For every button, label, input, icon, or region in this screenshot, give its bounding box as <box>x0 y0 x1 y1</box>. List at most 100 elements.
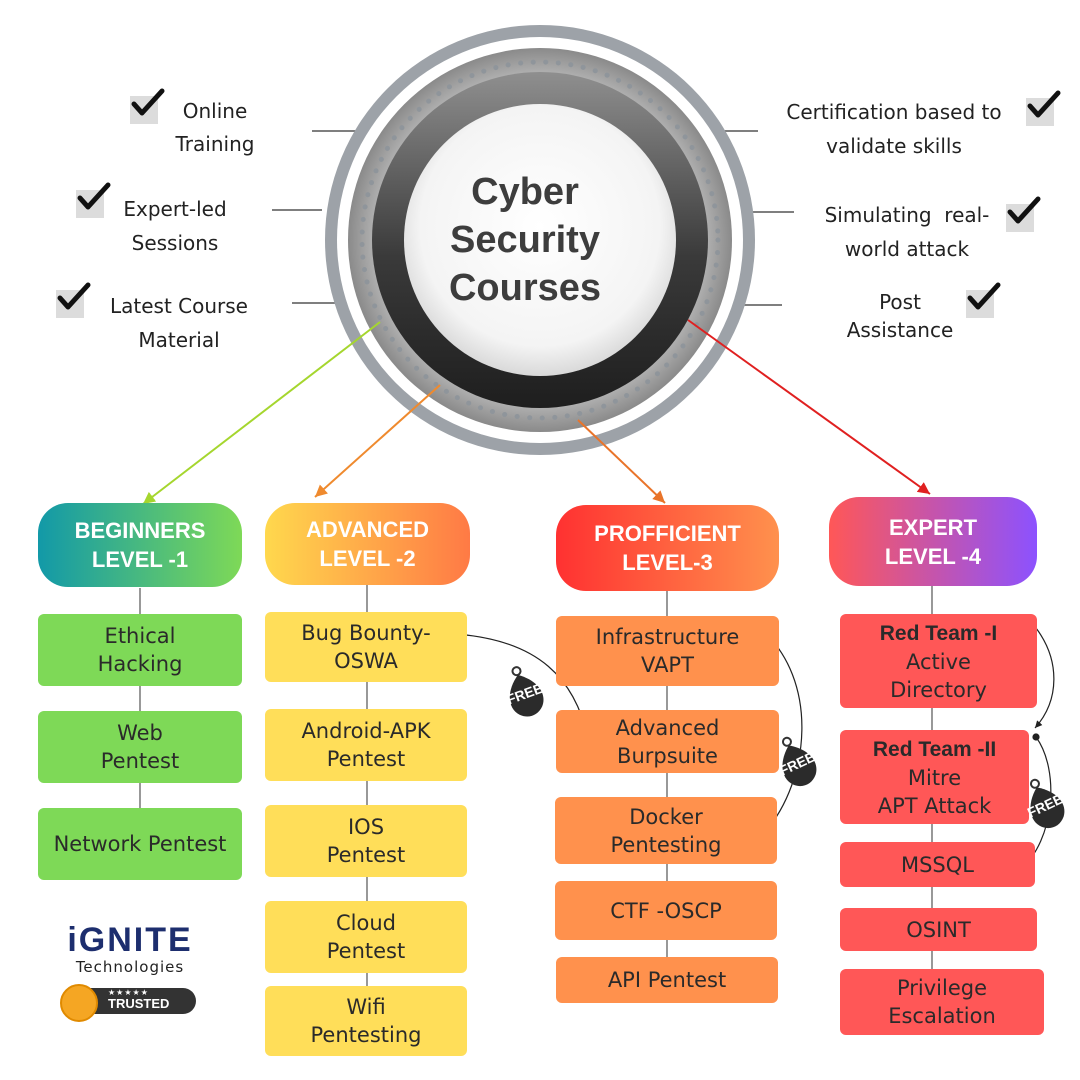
course-line: OSWA <box>334 649 398 673</box>
checkmark-icon <box>130 88 165 124</box>
header-line: EXPERT <box>888 514 978 540</box>
course-line: Bug Bounty- <box>301 621 431 645</box>
header-line: LEVEL -2 <box>319 546 416 571</box>
feature-line: world attack <box>844 237 970 261</box>
course-line: Network Pentest <box>53 832 227 856</box>
checkmark-icon <box>76 182 111 218</box>
course-ethical-hacking[interactable]: Ethical Hacking <box>38 614 242 686</box>
course-line: Ethical <box>104 624 176 648</box>
free-tag-icon: FREE <box>493 658 553 721</box>
course-line: Web <box>117 721 163 745</box>
feature-certification: Certification based to validate skills <box>768 95 1020 163</box>
course-line: Hacking <box>97 652 183 676</box>
course-cloud-pentest[interactable]: Cloud Pentest <box>265 901 467 973</box>
checkmark-icon <box>1026 90 1061 126</box>
level-4-header[interactable]: EXPERT LEVEL -4 <box>829 497 1037 586</box>
center-title-line: Security <box>450 219 600 261</box>
course-line: Advanced <box>615 715 720 740</box>
course-privilege-escalation[interactable]: Privilege Escalation <box>840 969 1044 1035</box>
course-line: Docker <box>629 804 703 829</box>
course-line: Active <box>906 649 971 674</box>
course-line: Mitre <box>907 765 962 790</box>
feature-line: Simulating real- <box>824 203 990 227</box>
checkmark-icon <box>1006 196 1041 232</box>
course-line: Directory <box>890 677 987 702</box>
course-line: Pentest <box>100 749 180 773</box>
course-web-pentest[interactable]: Web Pentest <box>38 711 242 783</box>
feature-line: Training <box>175 132 255 156</box>
header-line: PROFFICIENT <box>594 521 741 546</box>
checkmark-icon <box>966 282 1001 318</box>
course-line: CTF -OSCP <box>610 898 722 923</box>
center-ring <box>325 25 755 455</box>
badge-pill <box>82 988 196 1014</box>
course-line-bold: Red Team -I <box>840 619 1037 648</box>
course-line: Cloud <box>336 911 396 935</box>
course-line-bold: Red Team -II <box>840 735 1029 764</box>
logo-wordmark: iGNITE <box>67 921 193 959</box>
free-tag-icon: FREE <box>764 727 827 792</box>
course-line: OSINT <box>906 917 971 942</box>
course-bug-bounty[interactable]: Bug Bounty- OSWA <box>265 612 467 682</box>
feature-line: validate skills <box>826 134 962 158</box>
thumbs-up-icon <box>60 984 98 1022</box>
course-android-apk[interactable]: Android-APK Pentest <box>265 709 467 781</box>
feature-line: Sessions <box>131 231 219 255</box>
course-line: Android-APK <box>301 719 431 743</box>
course-mssql[interactable]: MSSQL <box>840 842 1035 887</box>
course-line: Escalation <box>888 1004 996 1028</box>
course-ctf-oscp[interactable]: CTF -OSCP <box>555 881 777 940</box>
feature-expert-led: Expert-led Sessions <box>112 192 238 260</box>
course-line: Infrastructure <box>595 625 740 649</box>
course-advanced-burpsuite[interactable]: Advanced Burpsuite <box>556 710 779 773</box>
course-line: Privilege <box>896 976 988 1000</box>
feature-line: Certification based to <box>786 100 1002 124</box>
course-ios-pentest[interactable]: IOS Pentest <box>265 805 467 877</box>
course-line: Pentest <box>326 843 406 867</box>
feature-latest-material: Latest Course Material <box>98 289 260 357</box>
course-red-team-1[interactable]: Red Team -I Active Directory <box>840 614 1037 708</box>
free-tag-icon: FREE <box>1012 769 1075 834</box>
course-api-pentest[interactable]: API Pentest <box>556 957 778 1003</box>
course-network-pentest[interactable]: Network Pentest <box>38 808 242 880</box>
course-line: Pentest <box>326 747 406 771</box>
course-line: Pentesting <box>310 1023 422 1047</box>
course-line: Wifi <box>346 995 386 1019</box>
header-line: LEVEL -4 <box>884 543 982 569</box>
checkmark-icon <box>56 282 91 318</box>
course-line: API Pentest <box>607 968 727 992</box>
logo-subtitle: Technologies <box>75 958 185 976</box>
course-line: Pentesting <box>610 832 722 857</box>
feature-line: Assistance <box>846 318 954 342</box>
course-line: MSSQL <box>900 852 974 877</box>
course-wifi-pentesting[interactable]: Wifi Pentesting <box>265 986 467 1056</box>
course-line: IOS <box>347 815 385 839</box>
feature-line: Expert-led <box>123 197 227 221</box>
header-line: BEGINNERS <box>74 518 206 543</box>
feature-line: Latest Course <box>110 294 248 318</box>
course-title: Red Team -I <box>879 621 998 645</box>
trusted-badge: ★★★★★ TRUSTED <box>60 984 200 1022</box>
header-line: LEVEL-3 <box>622 550 713 575</box>
feature-line: Online <box>182 99 248 123</box>
center-title-line: Courses <box>448 267 602 309</box>
course-title: Red Team -II <box>872 737 997 761</box>
level-3-header[interactable]: PROFFICIENT LEVEL-3 <box>556 505 779 591</box>
center-title: Cyber Security Courses <box>400 168 650 312</box>
course-osint[interactable]: OSINT <box>840 908 1037 951</box>
level-1-header[interactable]: BEGINNERS LEVEL -1 <box>38 503 242 587</box>
feature-line: Post <box>879 290 921 314</box>
header-line: LEVEL -1 <box>91 547 189 572</box>
course-line: APT Attack <box>877 793 992 818</box>
course-line: Pentest <box>326 939 406 963</box>
badge-text: TRUSTED <box>108 996 170 1011</box>
course-red-team-2[interactable]: Red Team -II Mitre APT Attack <box>840 730 1029 824</box>
course-infrastructure-vapt[interactable]: Infrastructure VAPT <box>556 616 779 686</box>
feature-online-training: Online Training <box>160 94 270 161</box>
course-docker-pentesting[interactable]: Docker Pentesting <box>555 797 777 864</box>
feature-line: Material <box>138 328 220 352</box>
center-title-line: Cyber <box>471 171 579 213</box>
level-2-header[interactable]: ADVANCED LEVEL -2 <box>265 503 470 585</box>
star-rating-icon: ★★★★★ <box>108 988 149 997</box>
